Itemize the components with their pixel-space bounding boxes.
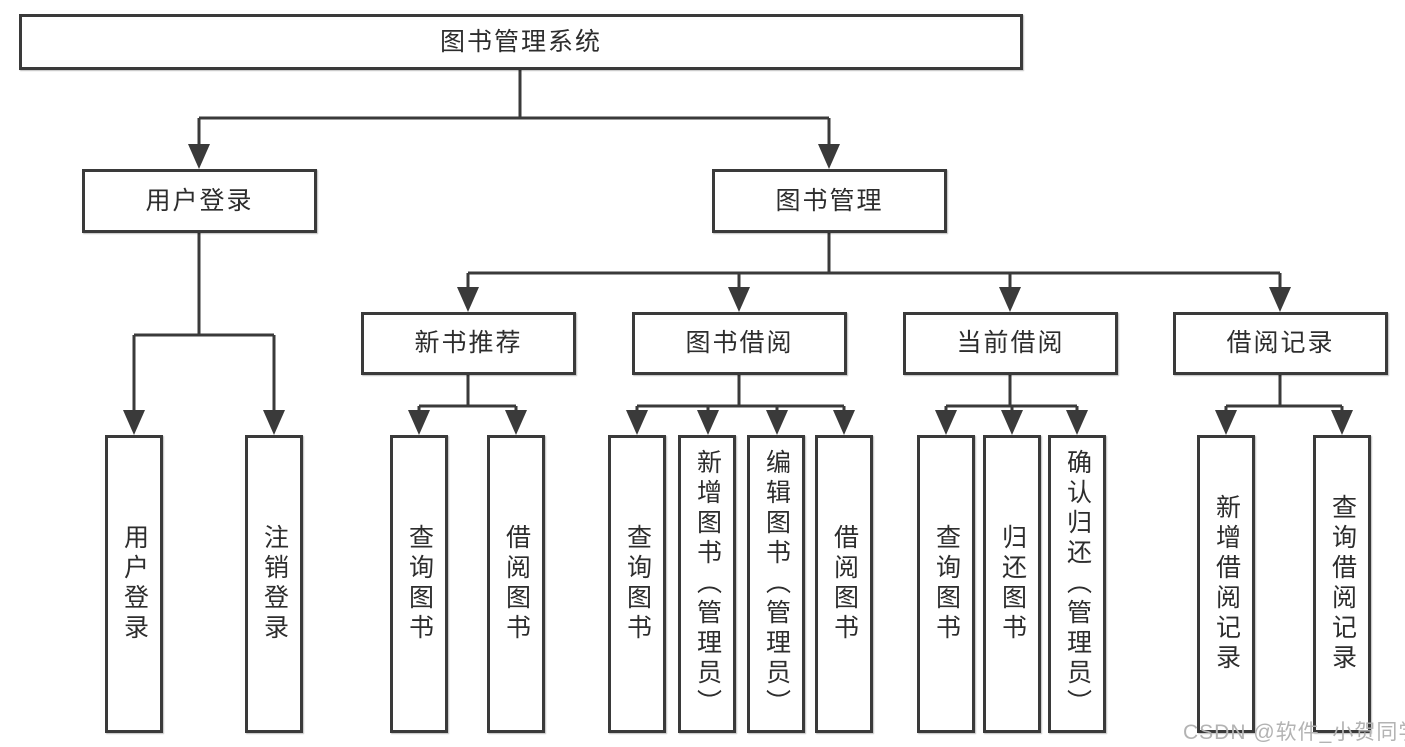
- node-label: 查询借阅记录: [1328, 494, 1357, 674]
- node-user-login: 用户登录: [82, 169, 317, 233]
- node-book-borrowing: 图书借阅: [632, 312, 847, 375]
- node-label: 当前借阅: [956, 329, 1065, 357]
- node-leaf-borrowing-edit-books-admin: 编辑图书（管理员）: [747, 435, 805, 733]
- node-label: 图书管理系统: [439, 27, 602, 56]
- node-label: 新增图书（管理员）: [693, 449, 722, 719]
- node-leaf-records-query-record: 查询借阅记录: [1313, 435, 1371, 733]
- node-leaf-recommend-borrow-books: 借阅图书: [487, 435, 545, 733]
- node-label: 借阅记录: [1226, 329, 1335, 357]
- node-label: 新增借阅记录: [1212, 494, 1241, 674]
- node-root-system: 图书管理系统: [19, 14, 1023, 70]
- node-leaf-records-add-record: 新增借阅记录: [1197, 435, 1255, 733]
- node-leaf-current-query-books: 查询图书: [917, 435, 975, 733]
- arrowheads: [123, 144, 1353, 435]
- node-leaf-current-return-books: 归还图书: [983, 435, 1041, 733]
- node-leaf-logout: 注销登录: [245, 435, 303, 733]
- node-label: 图书借阅: [685, 329, 794, 357]
- node-leaf-current-confirm-return-admin: 确认归还（管理员）: [1048, 435, 1106, 733]
- node-label: 归还图书: [998, 524, 1027, 644]
- node-label: 借阅图书: [830, 524, 859, 644]
- node-new-book-recommend: 新书推荐: [361, 312, 576, 375]
- node-label: 图书管理: [775, 186, 884, 215]
- node-label: 新书推荐: [414, 329, 523, 357]
- node-leaf-borrowing-add-books-admin: 新增图书（管理员）: [678, 435, 736, 733]
- node-label: 用户登录: [145, 186, 254, 215]
- node-leaf-recommend-query-books: 查询图书: [390, 435, 448, 733]
- csdn-watermark: CSDN @软件_小贺同学: [1183, 721, 1405, 744]
- node-leaf-borrowing-borrow-books: 借阅图书: [815, 435, 873, 733]
- node-label: 查询图书: [932, 524, 961, 644]
- node-label: 编辑图书（管理员）: [762, 449, 791, 719]
- node-label: 查询图书: [623, 524, 652, 644]
- node-label: 借阅图书: [502, 524, 531, 644]
- node-leaf-user-login: 用户登录: [105, 435, 163, 733]
- node-leaf-borrowing-query-books: 查询图书: [608, 435, 666, 733]
- node-label: 用户登录: [120, 524, 149, 644]
- node-label: 注销登录: [260, 524, 289, 644]
- node-label: 查询图书: [405, 524, 434, 644]
- node-current-borrowing: 当前借阅: [903, 312, 1118, 375]
- node-borrowing-records: 借阅记录: [1173, 312, 1388, 375]
- node-label: 确认归还（管理员）: [1063, 449, 1092, 719]
- node-book-management: 图书管理: [712, 169, 947, 233]
